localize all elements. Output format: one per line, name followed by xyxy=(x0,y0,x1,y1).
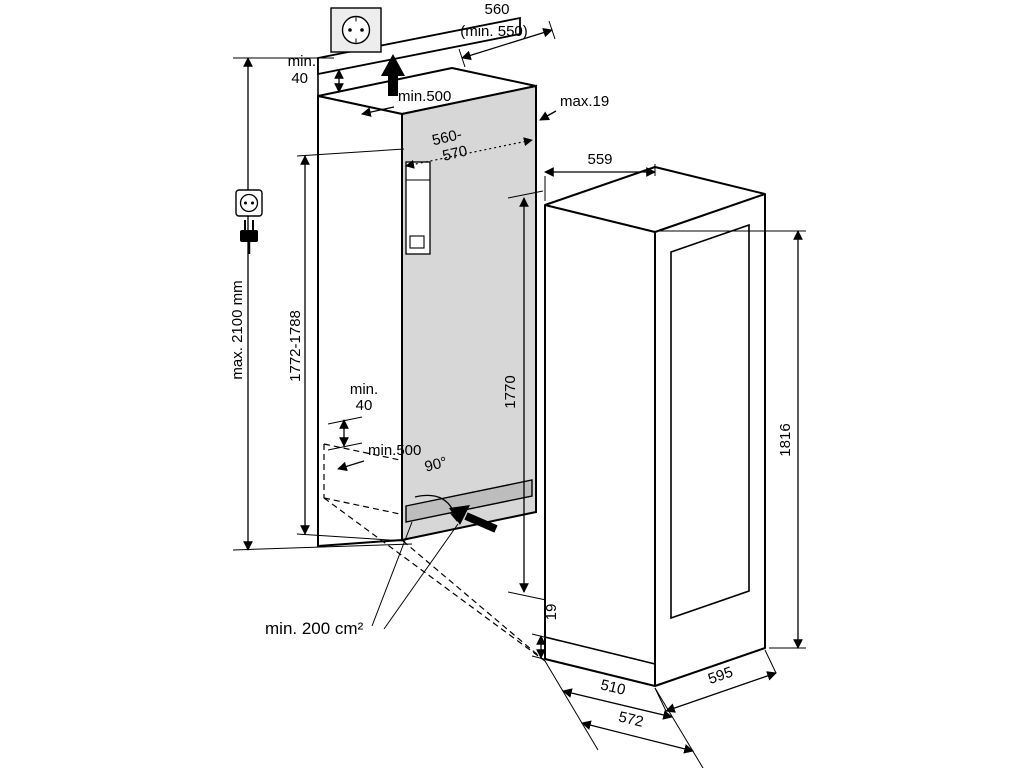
dimension-ceiling-height: max. 2100 mm xyxy=(229,57,413,551)
dimension-base-gap: 19 xyxy=(531,604,561,664)
dimension-label: 560 xyxy=(484,1,509,18)
dimension-appliance-height: 1816 xyxy=(659,230,806,649)
airflow-in-arrow-icon xyxy=(449,505,498,533)
dimension-niche-width: 560- 570 xyxy=(405,126,533,169)
dimension-label: 1770 xyxy=(502,375,519,408)
dimension-label: min.500 xyxy=(398,88,451,105)
door-plane-line xyxy=(402,540,546,662)
dimension-label: 90° xyxy=(423,454,449,476)
dimension-label: 572 xyxy=(617,709,645,731)
appliance-base-line xyxy=(544,636,656,665)
power-socket-icon xyxy=(330,7,382,53)
dimension-label: min.500 xyxy=(368,442,421,459)
niche-side-panel xyxy=(317,95,403,547)
dimension-bottom-gap: min. 40 xyxy=(327,381,378,451)
dimension-top-gap: min. 40 xyxy=(288,53,344,93)
dimension-niche-depth: 560 (min. 550) xyxy=(458,1,556,68)
vent-area-label: min. 200 cm² xyxy=(265,619,364,638)
power-socket-icon xyxy=(235,189,263,217)
plinth-line xyxy=(323,497,546,662)
dimension-label: max. 2100 mm xyxy=(229,280,246,379)
appliance-door-panel xyxy=(670,223,750,620)
dimension-label: (min. 550) xyxy=(460,23,528,40)
dimension-appliance-depth: 559 xyxy=(544,151,656,201)
bottom-vent-grille xyxy=(405,479,533,523)
dimension-label: 40 xyxy=(356,397,373,414)
plinth-recess xyxy=(323,443,401,515)
dimension-label: max.19 xyxy=(560,93,609,110)
dimension-label: 19 xyxy=(543,604,560,621)
dimension-label: 1816 xyxy=(777,423,794,456)
dimension-depth-572: 572 xyxy=(581,709,694,754)
dimension-label: 570 xyxy=(441,143,469,165)
dimension-label: 510 xyxy=(599,677,627,699)
dimension-bottom-vent: min.500 xyxy=(337,442,421,472)
dimension-label: 1772-1788 xyxy=(287,310,304,382)
airflow-up-arrow-icon xyxy=(381,54,405,96)
dimension-niche-height: 1772-1788 xyxy=(287,148,405,542)
dimension-label: 559 xyxy=(587,151,612,168)
dimension-label: min. xyxy=(350,381,378,398)
niche-opening xyxy=(401,84,537,542)
niche-cabinet xyxy=(317,67,537,547)
mains-connection-box xyxy=(405,161,431,255)
appliance-edges xyxy=(544,193,766,686)
plug-icon xyxy=(240,220,258,254)
dimension-label: min. xyxy=(288,53,316,70)
dimension-label: 560- xyxy=(430,126,463,149)
dimension-label: 40 xyxy=(291,70,308,87)
dimension-front-gap: max.19 xyxy=(539,93,609,121)
dimension-top-vent: min.500 xyxy=(361,88,451,117)
dimension-inner-height: 1770 xyxy=(502,190,547,601)
vent-area-callout: min. 200 cm² xyxy=(265,521,459,638)
appliance xyxy=(544,166,766,687)
